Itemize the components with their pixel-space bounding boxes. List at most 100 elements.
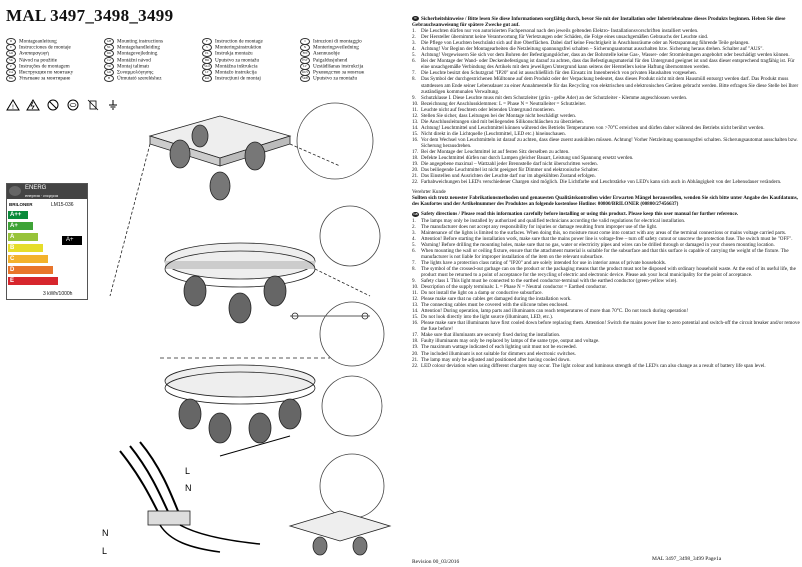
instruction-item: 8.The symbol of the crossed-out garbage … — [412, 265, 796, 278]
instruction-item: 9.Schutzklasse I. Diese Leuchte muss mit… — [412, 94, 688, 101]
eu-flag-icon — [9, 186, 21, 196]
de-instruction-list: 1.Die Leuchten dürfen nur von autorisier… — [412, 28, 800, 185]
instruction-item: 5.Warning! Before drilling the mounting … — [412, 241, 775, 248]
instruction-item: 6.When mounting the wall or ceiling fixt… — [412, 247, 789, 260]
instruction-item: 21.The lamp may only be adjusted and pos… — [412, 356, 571, 363]
language-label: Paigaldusjuhend — [313, 57, 348, 64]
instruction-item: 1.Die Leuchten dürfen nur von autorisier… — [412, 28, 699, 35]
instruction-item: 6.Bei der Montage der Wand- oder Deckenb… — [412, 58, 795, 71]
electric-hazard-icon — [26, 99, 40, 111]
revision-text: Revision 00_03/2016 — [412, 559, 460, 565]
energy-class-bar: A — [8, 233, 38, 241]
language-label: Montaj talimatı — [117, 63, 150, 70]
instruction-item: 16.Please make sure that illuminants hav… — [412, 320, 800, 333]
instruction-item: 20.The included illuminant is not suitab… — [412, 350, 576, 357]
instruction-item: 15.Do not look directly into the light s… — [412, 314, 554, 321]
language-label: Montážní návod — [117, 57, 151, 64]
language-code-icon: BG — [6, 75, 16, 83]
instruction-item: 7.The lights have a protection class rat… — [412, 259, 667, 266]
language-label: Istruzioni di montaggio — [313, 38, 362, 45]
energy-selected-class: A+ — [62, 236, 82, 245]
language-label: Συναρμολόγησης — [117, 69, 154, 76]
label-n2: N — [102, 528, 109, 538]
instruction-item: 13.Die Anschlussleitungen sind mit beili… — [412, 118, 584, 125]
language-label: Αναπαραγωγή — [19, 51, 49, 58]
language-label: Monteringsinstruktion — [215, 44, 262, 51]
instruction-item: 20.Das beiliegende Leuchtmittel ist nich… — [412, 167, 599, 174]
language-label: Návod na použitie — [19, 57, 58, 64]
instruction-item: 16.Vor dem Wechsel von Leuchtmitteln ist… — [412, 136, 798, 149]
language-label: Руководство за монтаж — [313, 69, 365, 76]
instruction-item: 9.Safety class I. This light must be con… — [412, 277, 678, 284]
instruction-item: 17.Make sure that illuminants are secure… — [412, 332, 561, 339]
language-label: Monteringsveiledning — [313, 44, 359, 51]
language-label: Uputstvo za montažu — [215, 57, 260, 64]
instruction-item: 5.Achtung! Vergewissern Sie sich vor dem… — [412, 52, 790, 59]
instruction-item: 18.Defekte Leuchtmittel dürfen nur durch… — [412, 155, 634, 162]
instruction-item: 19.The maximum wattage indicated of each… — [412, 344, 577, 351]
language-label: Инструкция по монтажу — [19, 69, 74, 76]
instruction-item: 8.Das Symbol der durchgestrichenen Müllt… — [412, 76, 799, 95]
instruction-item: 17.Bei der Montage der Leuchtmittel ist … — [412, 149, 570, 156]
round-fixture-drawing — [164, 242, 316, 324]
svg-text:!: ! — [12, 104, 14, 111]
instruction-item: 13.The connecting cables must be covered… — [412, 302, 569, 309]
instruction-item: 2.Der Hersteller übernimmt keine Verantw… — [412, 34, 709, 41]
de-footer-heading: Verehrter Kunde — [412, 189, 446, 196]
energy-class-bar: A++ — [8, 211, 28, 219]
instruction-item: 7.Die Leuchte besitzt den Schutzgrad "IP… — [412, 70, 697, 77]
label-l2: L — [102, 546, 107, 556]
recycle-bin-icon — [87, 99, 99, 111]
label-l: L — [185, 466, 190, 476]
instruction-item: 4.Attention! Before starting the install… — [412, 235, 793, 242]
en-instruction-list: 1.The lamps may only be installed by aut… — [412, 218, 800, 369]
instruction-item: 22.LED colour deviation when using diffe… — [412, 362, 766, 369]
language-label: Instruções de montagem — [19, 63, 70, 70]
instruction-item: 12.Please make sure that no cables get d… — [412, 296, 572, 303]
language-label: Instrucciones de montaje — [19, 44, 71, 51]
instruction-item: 15.Nicht direkt in die Lichtquelle (Leuc… — [412, 130, 566, 137]
no-touch-icon — [47, 99, 59, 111]
language-label: Uzstādīšanas instrukcija — [313, 63, 364, 70]
wiring-drawing — [119, 435, 291, 553]
language-code-icon: H — [104, 75, 114, 83]
energy-header-sub: енергия · ενεργεια — [25, 193, 59, 198]
language-label: Mounting instructions — [117, 38, 163, 45]
mounting-bracket-drawing — [290, 312, 370, 320]
energy-class-bar: B — [8, 244, 43, 252]
language-code-icon: SRB — [300, 75, 310, 83]
language-label: Montážna inštrukcia — [215, 63, 258, 70]
de-footer-text: Sollten sich trotz neuester Fabrikations… — [412, 195, 798, 208]
language-label: Instrukja montażu — [215, 51, 253, 58]
document-title: MAL 3497_3498_3499 — [6, 6, 174, 25]
energy-class-bar: E — [8, 277, 58, 285]
instruction-item: 22.Farbabweichungen bei LED's verschiede… — [412, 179, 782, 186]
round-fixture-4-drawing — [164, 364, 316, 444]
instruction-item: 1.The lamps may only be installed by aut… — [412, 217, 686, 224]
language-label: Uputstvo za montažu — [313, 75, 358, 82]
no-look-icon — [67, 99, 79, 111]
instruction-item: 3.Die Pflege von Leuchten beschränkt sic… — [412, 40, 750, 47]
instruction-item: 21.Das Einstellen und Ausrichten der Leu… — [412, 173, 596, 180]
language-label: Útmutató szereléshez — [117, 75, 162, 82]
instruction-item: 10.Description of the supply terminals: … — [412, 284, 607, 291]
language-label: Montageanleitung — [19, 38, 57, 45]
energy-class-bar: A+ — [8, 222, 33, 230]
instruction-item: 12.Stellen Sie sicher, dass Leitungen be… — [412, 112, 577, 119]
energy-brand: BRILONER — [9, 202, 33, 207]
instruction-item: 3.Maintenance of the lights is limited t… — [412, 229, 787, 236]
language-label: Instruction de montage — [215, 38, 263, 45]
instruction-item: 11.Do not install the light on a damp or… — [412, 290, 543, 297]
instruction-item: 14.Achtung! Leuchtmittel und Leuchtmitte… — [412, 124, 765, 131]
label-n: N — [185, 483, 192, 493]
